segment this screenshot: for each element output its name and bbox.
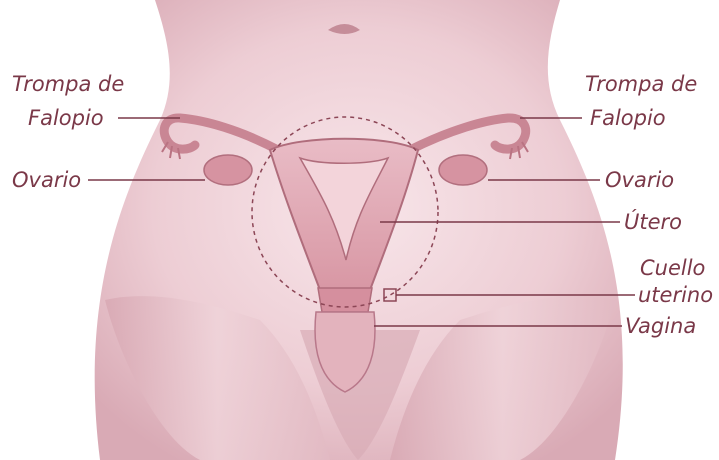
label-right-fallopian-tube-line1: Trompa de: [585, 72, 697, 96]
label-right-ovary: Ovario: [605, 168, 674, 192]
label-left-fallopian-tube-line2: Falopio: [28, 106, 104, 130]
label-vagina: Vagina: [625, 314, 696, 338]
label-right-fallopian-tube-line2: Falopio: [590, 106, 666, 130]
left-ovary: [204, 155, 252, 185]
cervix: [318, 288, 372, 312]
label-cervix-line2: uterino: [638, 283, 713, 307]
label-uterus: Útero: [624, 210, 682, 234]
label-left-ovary: Ovario: [12, 168, 81, 192]
right-ovary: [439, 155, 487, 185]
label-left-fallopian-tube-line1: Trompa de: [12, 72, 124, 96]
label-cervix-line1: Cuello: [640, 256, 705, 280]
